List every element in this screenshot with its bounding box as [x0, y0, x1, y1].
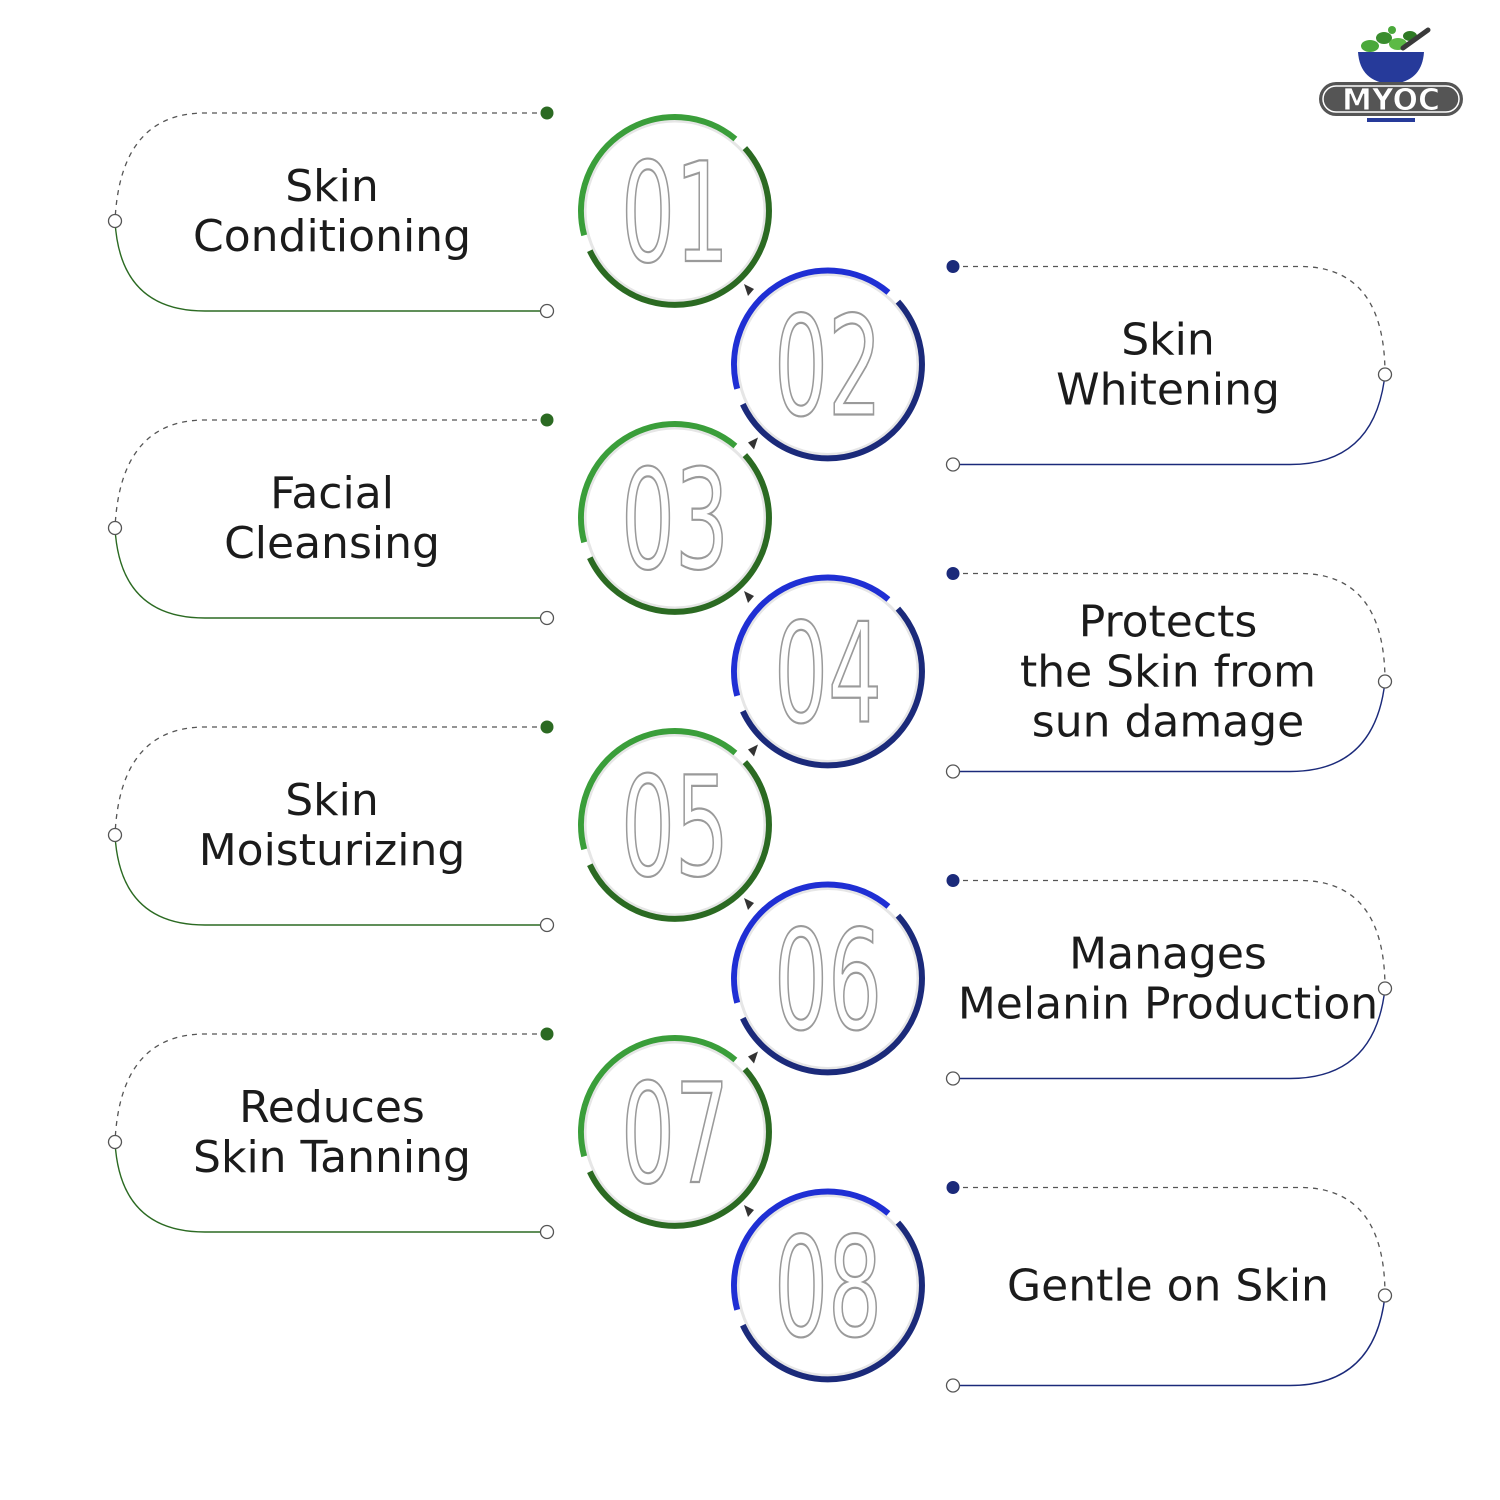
step-number: 02: [774, 287, 882, 448]
step-label: Gentle on Skin: [1007, 1261, 1329, 1312]
step-label-line: Cleansing: [224, 518, 440, 569]
step-number-circle: 05: [578, 728, 772, 922]
step-label-line: Skin Tanning: [193, 1132, 471, 1183]
callout-outline: [945, 1181, 1393, 1393]
callout-outline: [945, 260, 1393, 472]
step-number-circle: 08: [731, 1188, 925, 1383]
step-label-line: Facial: [270, 468, 394, 519]
step-label-line: Skin: [285, 161, 379, 212]
connector-arrow-icon: [744, 898, 754, 910]
step-number-circle: 02: [731, 267, 925, 462]
step-number: 06: [774, 901, 882, 1062]
connector-arrow-icon: [744, 284, 754, 296]
step-label-line: Conditioning: [193, 211, 471, 262]
step-number-circle: 07: [578, 1035, 772, 1229]
connector-arrow-icon: [748, 744, 758, 757]
step-number: 03: [621, 440, 729, 601]
step-number: 07: [621, 1054, 729, 1215]
step-number: 05: [621, 747, 729, 908]
logo-text: MYOC: [1342, 83, 1440, 118]
callout-outline: [107, 1027, 555, 1240]
step-label-line: Whitening: [1056, 365, 1280, 416]
step-label-line: Skin: [285, 775, 379, 826]
callout-outline: [945, 874, 1393, 1086]
step-08: Gentle on Skin 08: [731, 1181, 1393, 1393]
step-label-line: Moisturizing: [199, 825, 466, 876]
step-number-circle: 01: [578, 114, 772, 308]
step-label-line: Protects: [1079, 597, 1258, 648]
connector-arrow-icon: [744, 591, 754, 603]
callout-outline: [107, 106, 555, 319]
step-number: 04: [774, 594, 882, 755]
step-label-line: the Skin from: [1020, 647, 1316, 698]
callout-outline: [945, 567, 1393, 779]
step-number: 08: [774, 1208, 882, 1369]
step-label-line: Melanin Production: [958, 979, 1378, 1030]
step-label-line: Gentle on Skin: [1007, 1261, 1329, 1312]
callout-outline: [107, 413, 555, 626]
connector-arrow-icon: [748, 1051, 758, 1064]
connector-arrow-icon: [748, 437, 758, 450]
herb-leaves-icon: [1361, 26, 1431, 52]
step-number: 01: [621, 133, 729, 294]
step-label-line: sun damage: [1032, 697, 1304, 748]
step-label-line: Manages: [1069, 929, 1267, 980]
logo-badge: [1319, 82, 1463, 116]
step-number-circle: 06: [731, 881, 925, 1076]
step-label-line: Skin: [1121, 315, 1215, 366]
step-number-circle: 03: [578, 421, 772, 615]
step-label-line: Reduces: [239, 1082, 425, 1133]
callout-outline: [107, 720, 555, 933]
step-number-circle: 04: [731, 574, 925, 769]
myoc-logo: MYOC: [1319, 26, 1463, 122]
connector-arrow-icon: [744, 1205, 754, 1217]
mortar-bowl-icon: [1358, 52, 1424, 84]
